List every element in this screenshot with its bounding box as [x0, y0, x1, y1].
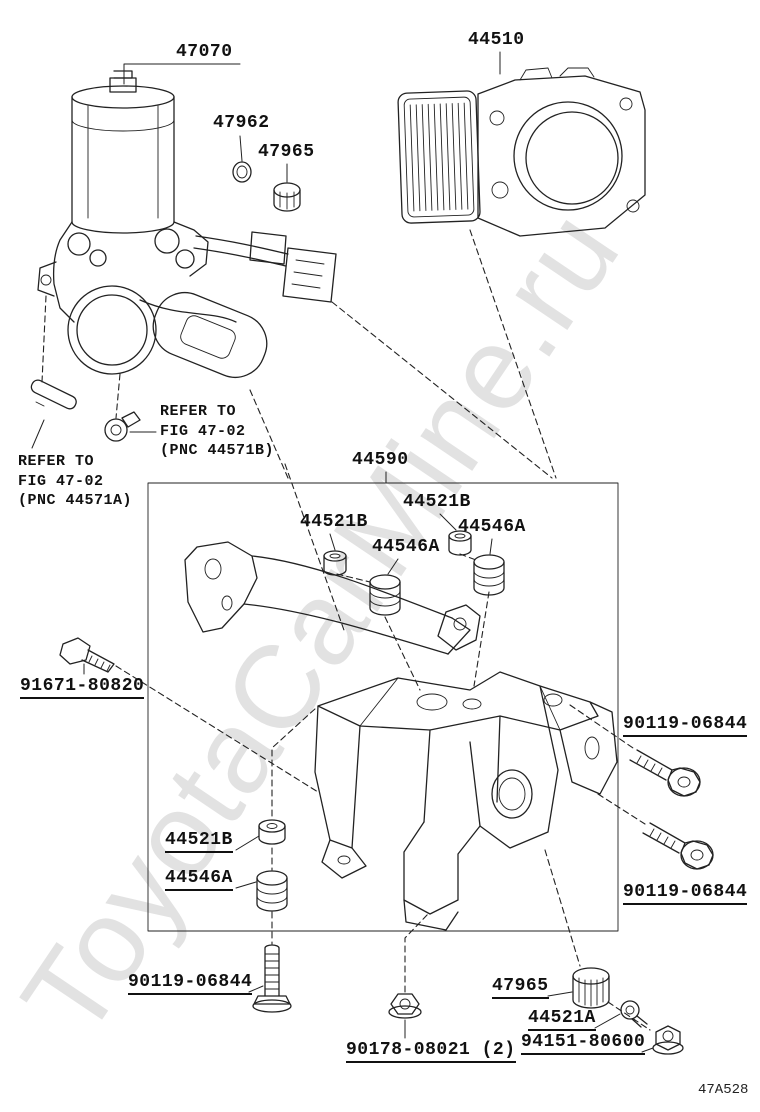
- part-label-94151-80600: 94151-80600: [521, 1032, 646, 1055]
- watermark-text: ToyotaCarMine.ru: [0, 187, 645, 1059]
- refer-parts-drawing: [30, 379, 141, 442]
- part-label-90178-08021: 90178-08021 (2): [346, 1040, 516, 1063]
- part-label-44521b-top-right: 44521B: [403, 492, 471, 512]
- leader-lines: [31, 51, 654, 1053]
- bolt-91671-drawing: [59, 637, 115, 673]
- abs-actuator-drawing: [397, 67, 646, 237]
- cap-screw-nut-drawing: [572, 967, 684, 1055]
- watermark-glyphs: ToyotaCarMine.ru: [0, 187, 645, 1059]
- part-label-90119-right-upper: 90119-06844: [623, 714, 748, 737]
- part-label-44521b-bottom: 44521B: [165, 830, 233, 853]
- cap-top-drawing: [273, 182, 301, 212]
- part-label-44546a-top-left: 44546A: [372, 537, 440, 557]
- nut-90178-drawing: [388, 993, 422, 1019]
- part-label-90119-bottom-left: 90119-06844: [128, 972, 253, 995]
- part-label-47070: 47070: [176, 42, 233, 62]
- pump-assembly-drawing: [37, 70, 337, 378]
- part-label-44590: 44590: [352, 450, 409, 470]
- part-label-44546a-top-right: 44546A: [458, 517, 526, 537]
- part-label-44546a-bottom: 44546A: [165, 868, 233, 891]
- parts-box-outline: [147, 482, 619, 932]
- part-label-44521a: 44521A: [528, 1008, 596, 1031]
- bottom-stack-drawing: [252, 819, 292, 1013]
- diagram-code: 47A528: [698, 1082, 749, 1098]
- bracket-drawing: [184, 541, 618, 931]
- bolts-90119-right-drawing: [629, 749, 714, 870]
- part-label-47962: 47962: [213, 113, 270, 133]
- part-label-47965-top: 47965: [258, 142, 315, 162]
- part-label-44510: 44510: [468, 30, 525, 50]
- oring-drawing: [232, 161, 252, 183]
- dashed-lines: [41, 229, 651, 1031]
- part-label-44521b-top-left: 44521B: [300, 512, 368, 532]
- part-label-47965-bottom: 47965: [492, 976, 549, 999]
- refer-note-44571a: REFER TO FIG 47-02 (PNC 44571A): [18, 453, 133, 509]
- part-label-90119-right-lower: 90119-06844: [623, 882, 748, 905]
- refer-note-44571b: REFER TO FIG 47-02 (PNC 44571B): [160, 403, 275, 459]
- part-label-91671-80820: 91671-80820: [20, 676, 145, 699]
